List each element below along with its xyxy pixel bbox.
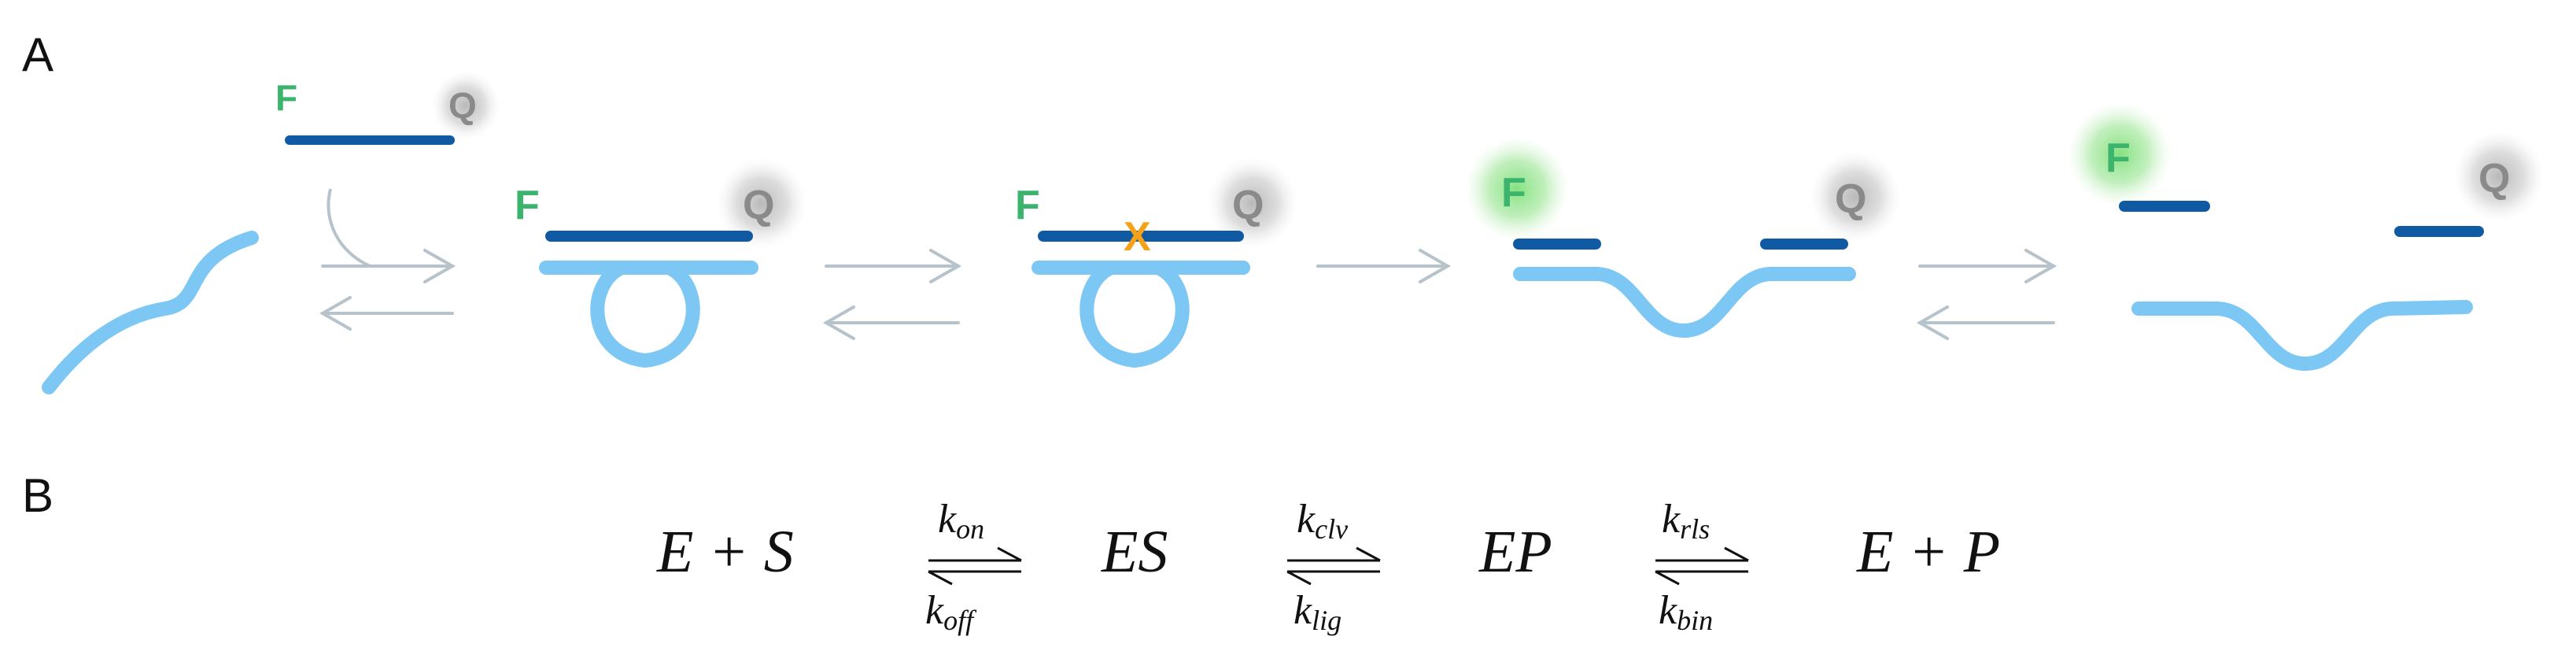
quencher-glow: [716, 157, 807, 249]
rate-k-clv: kclv: [1297, 497, 1348, 545]
fluorophore-label: F: [515, 183, 540, 228]
state-e-plus-s: E + S: [656, 519, 794, 585]
cleavage-arrow: [1316, 249, 1452, 283]
equilibrium-arrows-3: [1916, 249, 2057, 340]
state-es: ES: [1101, 519, 1168, 585]
rate-k-off: koff: [925, 588, 977, 636]
equilibrium-arrows-1: [319, 249, 456, 331]
rate-arrows-2: [1286, 546, 1381, 586]
fluorophore-glow: [2068, 102, 2172, 206]
quencher-glow: [1810, 151, 1901, 242]
substrate-strand: [2131, 300, 2473, 372]
fluorophore-label: F: [1015, 183, 1040, 228]
quencher-glow: [2453, 131, 2545, 222]
rate-k-rls: krls: [1662, 497, 1710, 545]
kinetic-scheme: E + S ES EP E + P kon koff kclv klig: [656, 497, 2000, 636]
state-es: F Q: [515, 157, 807, 368]
equilibrium-arrows-2: [822, 249, 962, 340]
substrate-strand: [1513, 267, 1856, 339]
rate-k-bin: kbin: [1659, 588, 1713, 636]
rate-arrows-1: [928, 546, 1022, 586]
cleavage-mark: X: [1124, 214, 1151, 260]
state-ep: F Q: [1465, 137, 1901, 339]
fluorophore-label: F: [2105, 135, 2131, 181]
rate-k-lig: klig: [1294, 588, 1342, 636]
substrate-loop: [590, 261, 700, 368]
state-cleavage: F Q X: [1015, 157, 1298, 368]
rate-arrows-3: [1655, 546, 1749, 586]
panel-label-b: B: [22, 469, 54, 522]
fluorophore-label: F: [275, 77, 297, 118]
state-ep: EP: [1478, 519, 1552, 585]
panel-label-a: A: [22, 28, 54, 81]
quencher-label: Q: [2478, 156, 2510, 202]
fluorophore-glow: [1465, 137, 1569, 241]
quencher-glow: [431, 71, 500, 140]
state-released: F Q: [2068, 102, 2545, 372]
quencher-label: Q: [743, 183, 774, 228]
rate-k-on: kon: [938, 497, 984, 545]
quencher-glow: [1207, 157, 1298, 249]
substrate-loop: [1079, 261, 1190, 368]
state-free: F Q: [42, 71, 500, 394]
association-arrow-curve: [327, 188, 371, 268]
fluorophore-label: F: [1501, 170, 1526, 216]
quencher-label: Q: [1232, 183, 1264, 228]
state-e-plus-p: E + P: [1856, 519, 2000, 585]
quencher-label: Q: [1835, 176, 1866, 222]
quencher-label: Q: [448, 85, 477, 126]
substrate-strand: [42, 231, 259, 394]
